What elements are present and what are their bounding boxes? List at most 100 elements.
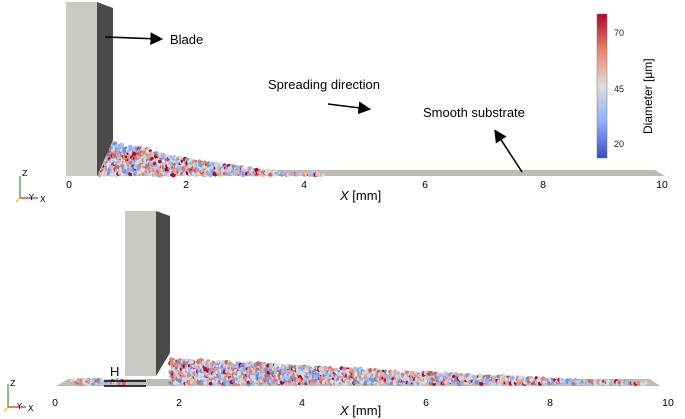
powder-particle [121,173,125,177]
bottom-blade-side [156,211,170,376]
powder-particle [574,380,578,383]
top-tick-2: 2 [183,179,189,191]
bottom-triad-y: Y [16,402,22,411]
powder-particle [194,365,200,370]
powder-particle [275,372,277,375]
bottom-x-ticks: 0 2 4 6 8 10 [52,397,674,409]
spreading-direction-label: Spreading direction [268,77,380,92]
bottom-powder-bed [70,357,648,387]
powder-particle [111,172,114,175]
powder-particle [384,369,387,373]
powder-particle [95,382,98,385]
powder-particle [289,172,293,175]
powder-particle [175,366,178,370]
powder-particle [169,357,174,362]
powder-particle [643,381,648,385]
spreading-direction-arrow [327,101,372,115]
powder-particle [571,382,575,386]
bottom-triad-x: X [28,404,34,413]
powder-particle [248,369,253,374]
powder-particle [140,146,145,151]
top-triad-y: Y [28,193,34,202]
colorbar-gradient [596,13,608,159]
powder-particle [241,166,245,171]
top-blade-side [97,2,113,176]
powder-particle [170,373,174,376]
powder-particle [403,382,406,385]
powder-particle [158,159,162,164]
blade-arrow [104,32,164,46]
powder-particle [126,161,128,163]
bottom-axes-triad: Z Y X [3,379,34,413]
powder-particle [624,380,629,385]
powder-particle [224,172,228,176]
top-x-ticks: 0 2 4 6 8 10 [66,179,668,191]
powder-particle [172,358,175,361]
top-x-axis-label: X [mm] [339,188,381,203]
powder-particle [119,143,125,148]
powder-particle [277,363,280,366]
powder-particle [227,171,232,177]
powder-particle [180,164,183,167]
powder-particle [459,372,463,377]
powder-particle [176,161,179,164]
powder-particle [115,382,119,385]
top-tick-6: 6 [422,179,428,191]
powder-particle [135,154,138,157]
bottom-tick-10: 10 [662,397,674,409]
powder-particle [120,155,123,158]
blade-label: Blade [170,32,203,47]
powder-particle [149,169,152,172]
top-blade [66,2,113,176]
powder-particle [566,382,569,384]
powder-particle [84,382,87,385]
powder-particle [120,157,123,160]
powder-particle [417,382,420,385]
bottom-blade [125,211,170,376]
powder-particle [414,371,418,375]
powder-particle [123,173,126,176]
colorbar-title: Diameter [μm] [641,58,655,134]
top-tick-0: 0 [66,179,72,191]
gap-height-label: H [110,364,119,379]
powder-particle [288,381,291,384]
bottom-tick-2: 2 [176,397,182,409]
top-triad-z: Z [22,169,28,178]
powder-particle [189,381,193,384]
substrate-arrow [494,129,523,173]
colorbar-tick-70: 70 [614,28,624,38]
top-axes-triad: Z Y X [15,169,46,204]
gap-height-marker: H [104,364,146,387]
top-triad-x: X [40,195,46,204]
bottom-tick-0: 0 [52,397,58,409]
powder-particle [251,173,255,177]
powder-particle [214,161,220,167]
powder-particle [194,160,198,163]
powder-particle [203,166,206,169]
powder-particle [570,378,573,381]
powder-particle [272,373,276,377]
powder-particle [502,378,505,381]
powder-particle [187,360,190,363]
powder-particle [135,157,139,161]
powder-particle [171,166,174,169]
powder-particle [314,382,317,385]
powder-particle [479,381,484,386]
powder-particle [540,376,546,382]
powder-particle [321,173,325,177]
powder-particle [168,381,172,385]
powder-particle [124,155,128,159]
powder-particle [185,358,189,362]
powder-particle [110,158,114,163]
smooth-substrate-label: Smooth substrate [423,105,525,120]
powder-particle [563,380,567,384]
powder-particle [366,379,370,383]
top-tick-8: 8 [540,179,546,191]
powder-particle [300,377,303,380]
powder-particle [331,377,335,381]
powder-particle [380,371,386,377]
powder-particle [470,382,473,386]
powder-particle [404,377,407,381]
powder-particle [186,373,191,378]
